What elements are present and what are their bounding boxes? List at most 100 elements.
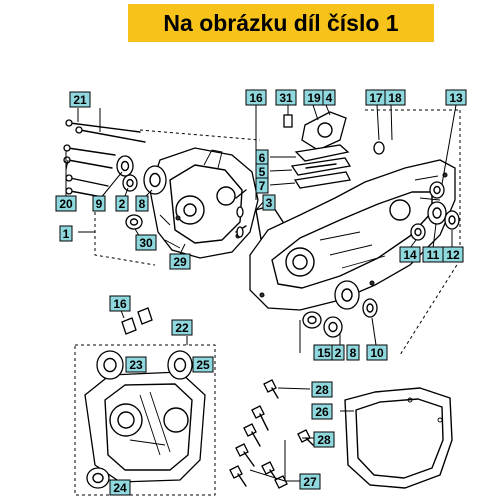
callout-11: 11 — [422, 246, 444, 263]
callout-box — [59, 225, 73, 242]
callout-label: 19 — [307, 91, 321, 105]
callout-box — [115, 195, 129, 212]
callout-label: 13 — [449, 91, 463, 105]
callout-label: 30 — [139, 236, 153, 250]
callout-3: 3 — [262, 194, 276, 211]
callout-box — [442, 246, 464, 263]
callout-15: 15 — [313, 344, 335, 361]
callout-label: 25 — [196, 358, 210, 372]
callout-16: 16 — [245, 89, 267, 106]
callout-label: 16 — [113, 297, 127, 311]
callout-label: 26 — [315, 405, 329, 419]
callout-label: 24 — [113, 481, 127, 495]
callout-label: 11 — [427, 248, 440, 262]
callout-box — [125, 356, 147, 373]
callout-2: 2 — [115, 195, 129, 212]
callout-label: 7 — [259, 179, 266, 193]
callout-box — [262, 194, 276, 211]
left-half-bearings-drawing — [116, 155, 167, 230]
long-bolts-drawing — [63, 119, 146, 198]
callout-18: 18 — [384, 89, 406, 106]
callout-label: 23 — [129, 358, 143, 372]
callout-box — [135, 234, 157, 251]
callout-label: 28 — [317, 433, 331, 447]
callout-label: 3 — [266, 196, 273, 210]
callout-8: 8 — [346, 344, 360, 361]
callout-1: 1 — [59, 225, 73, 242]
callout-label: 4 — [326, 91, 333, 105]
callout-7: 7 — [255, 177, 269, 194]
callout-23: 23 — [125, 356, 147, 373]
crankcase-cover-drawing — [74, 344, 216, 496]
callout-box — [171, 319, 193, 336]
right-body-bearings-drawing — [302, 141, 460, 338]
callout-box — [346, 344, 360, 361]
callout-box — [275, 89, 297, 106]
callout-2: 2 — [331, 344, 345, 361]
callout-box — [92, 195, 106, 212]
callout-26: 26 — [311, 403, 333, 420]
callout-box — [331, 344, 345, 361]
callout-label: 27 — [303, 475, 317, 489]
callout-label: 20 — [59, 197, 73, 211]
callout-box — [311, 403, 333, 420]
left-crankcase-half-drawing — [149, 147, 259, 259]
callout-13: 13 — [445, 89, 467, 106]
callout-27: 27 — [299, 473, 321, 490]
callout-label: 2 — [119, 197, 126, 211]
cover-gasket-drawing — [344, 387, 453, 489]
callout-10: 10 — [366, 344, 388, 361]
callout-box — [399, 246, 421, 263]
callout-6: 6 — [255, 149, 269, 166]
callout-31: 31 — [275, 89, 297, 106]
callout-20: 20 — [55, 195, 77, 212]
callout-label: 6 — [259, 151, 266, 165]
callout-label: 1 — [63, 227, 70, 241]
callout-box — [245, 89, 267, 106]
callout-box — [69, 91, 91, 108]
part-number-banner: Na obrázku díl číslo 1 — [128, 4, 434, 42]
callout-box — [169, 253, 191, 270]
callout-4: 4 — [322, 89, 336, 106]
callout-label: 10 — [370, 346, 384, 360]
callout-21: 21 — [69, 91, 91, 108]
callout-8: 8 — [135, 195, 149, 212]
callout-28: 28 — [313, 431, 335, 448]
callout-12: 12 — [442, 246, 464, 263]
callout-28: 28 — [311, 381, 333, 398]
callout-box — [311, 381, 333, 398]
cover-screws-drawing — [229, 379, 314, 489]
callout-box — [366, 344, 388, 361]
callout-label: 15 — [317, 346, 331, 360]
callout-box — [109, 295, 131, 312]
callout-label: 29 — [173, 255, 187, 269]
callout-box — [109, 479, 131, 496]
callout-label: 14 — [403, 248, 417, 262]
callout-box — [384, 89, 406, 106]
callout-5: 5 — [255, 163, 269, 180]
callout-label: 22 — [175, 321, 189, 335]
callout-label: 31 — [279, 91, 293, 105]
callout-24: 24 — [109, 479, 131, 496]
callout-label: 8 — [139, 197, 146, 211]
callout-box — [255, 177, 269, 194]
reed-valve-assembly-drawing — [283, 111, 352, 189]
right-crankcase-body-drawing — [249, 159, 456, 311]
dowel-pins-drawing — [121, 307, 153, 335]
callout-label: 2 — [335, 346, 342, 360]
callout-box — [192, 356, 214, 373]
callout-17: 17 — [365, 89, 387, 106]
callout-box — [135, 195, 149, 212]
callout-label: 16 — [249, 91, 263, 105]
callout-box — [299, 473, 321, 490]
callout-14: 14 — [399, 246, 421, 263]
callout-16: 16 — [109, 295, 131, 312]
callout-label: 21 — [73, 93, 87, 107]
callout-9: 9 — [92, 195, 106, 212]
callout-box — [445, 89, 467, 106]
callout-22: 22 — [171, 319, 193, 336]
callout-label: 5 — [259, 165, 266, 179]
